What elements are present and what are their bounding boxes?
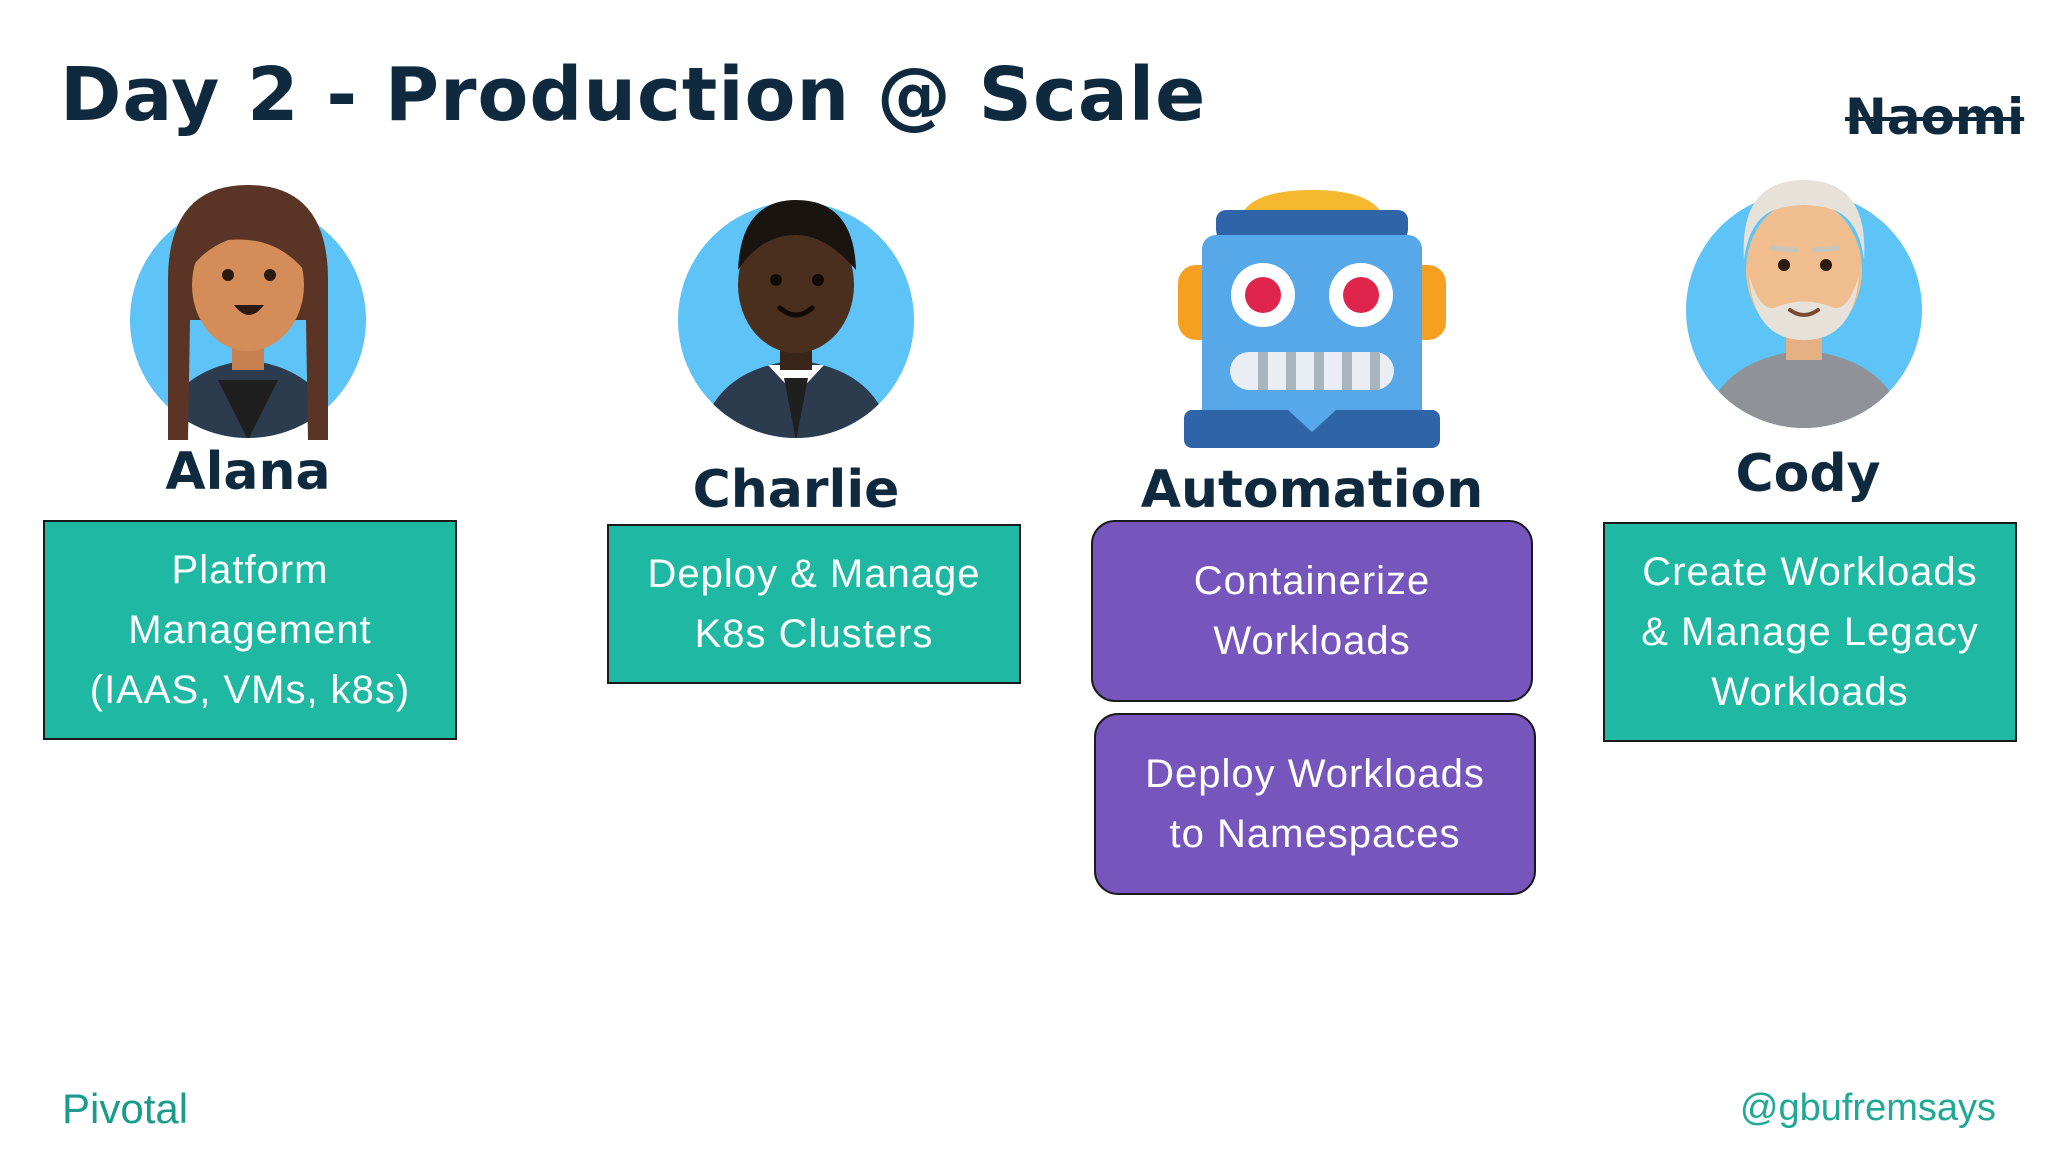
box-line: Workloads — [1711, 670, 1909, 714]
box-line: Deploy Workloads — [1145, 752, 1485, 796]
box-line: to Namespaces — [1169, 812, 1461, 856]
box-line: K8s Clusters — [694, 612, 934, 656]
woman-avatar-icon — [130, 185, 366, 440]
robot-icon — [1178, 190, 1446, 448]
pivotal-logo: Pivotal — [62, 1085, 189, 1132]
box-line: Deploy & Manage — [647, 552, 981, 596]
persona-name-cody: Cody — [1735, 444, 1881, 504]
box-line: Management — [128, 608, 372, 652]
create-workloads-box: Create Workloads & Manage Legacy Workloa… — [1603, 522, 2017, 742]
deploy-workloads-box: Deploy Workloads to Namespaces — [1094, 713, 1536, 895]
box-line: Workloads — [1213, 619, 1411, 663]
persona-name-charlie: Charlie — [692, 460, 900, 520]
box-line: Containerize — [1193, 559, 1431, 603]
deploy-manage-clusters-box: Deploy & Manage K8s Clusters — [607, 524, 1021, 684]
box-line: & Manage Legacy — [1641, 610, 1979, 654]
man-avatar-icon — [678, 200, 914, 438]
bearded-man-avatar-icon — [1686, 180, 1922, 428]
slide-title: Day 2 - Production @ Scale — [60, 52, 1207, 138]
box-line: Create Workloads — [1642, 550, 1978, 594]
persona-name-automation: Automation — [1140, 460, 1484, 520]
persona-name-alana: Alana — [165, 442, 331, 502]
box-line: (IAAS, VMs, k8s) — [89, 668, 411, 712]
struck-out-name: Naomi — [1845, 88, 2025, 146]
box-line: Platform — [171, 548, 329, 592]
containerize-workloads-box: Containerize Workloads — [1091, 520, 1533, 702]
platform-management-box: Platform Management (IAAS, VMs, k8s) — [43, 520, 457, 740]
twitter-handle: @gbufremsays — [1739, 1087, 1996, 1129]
